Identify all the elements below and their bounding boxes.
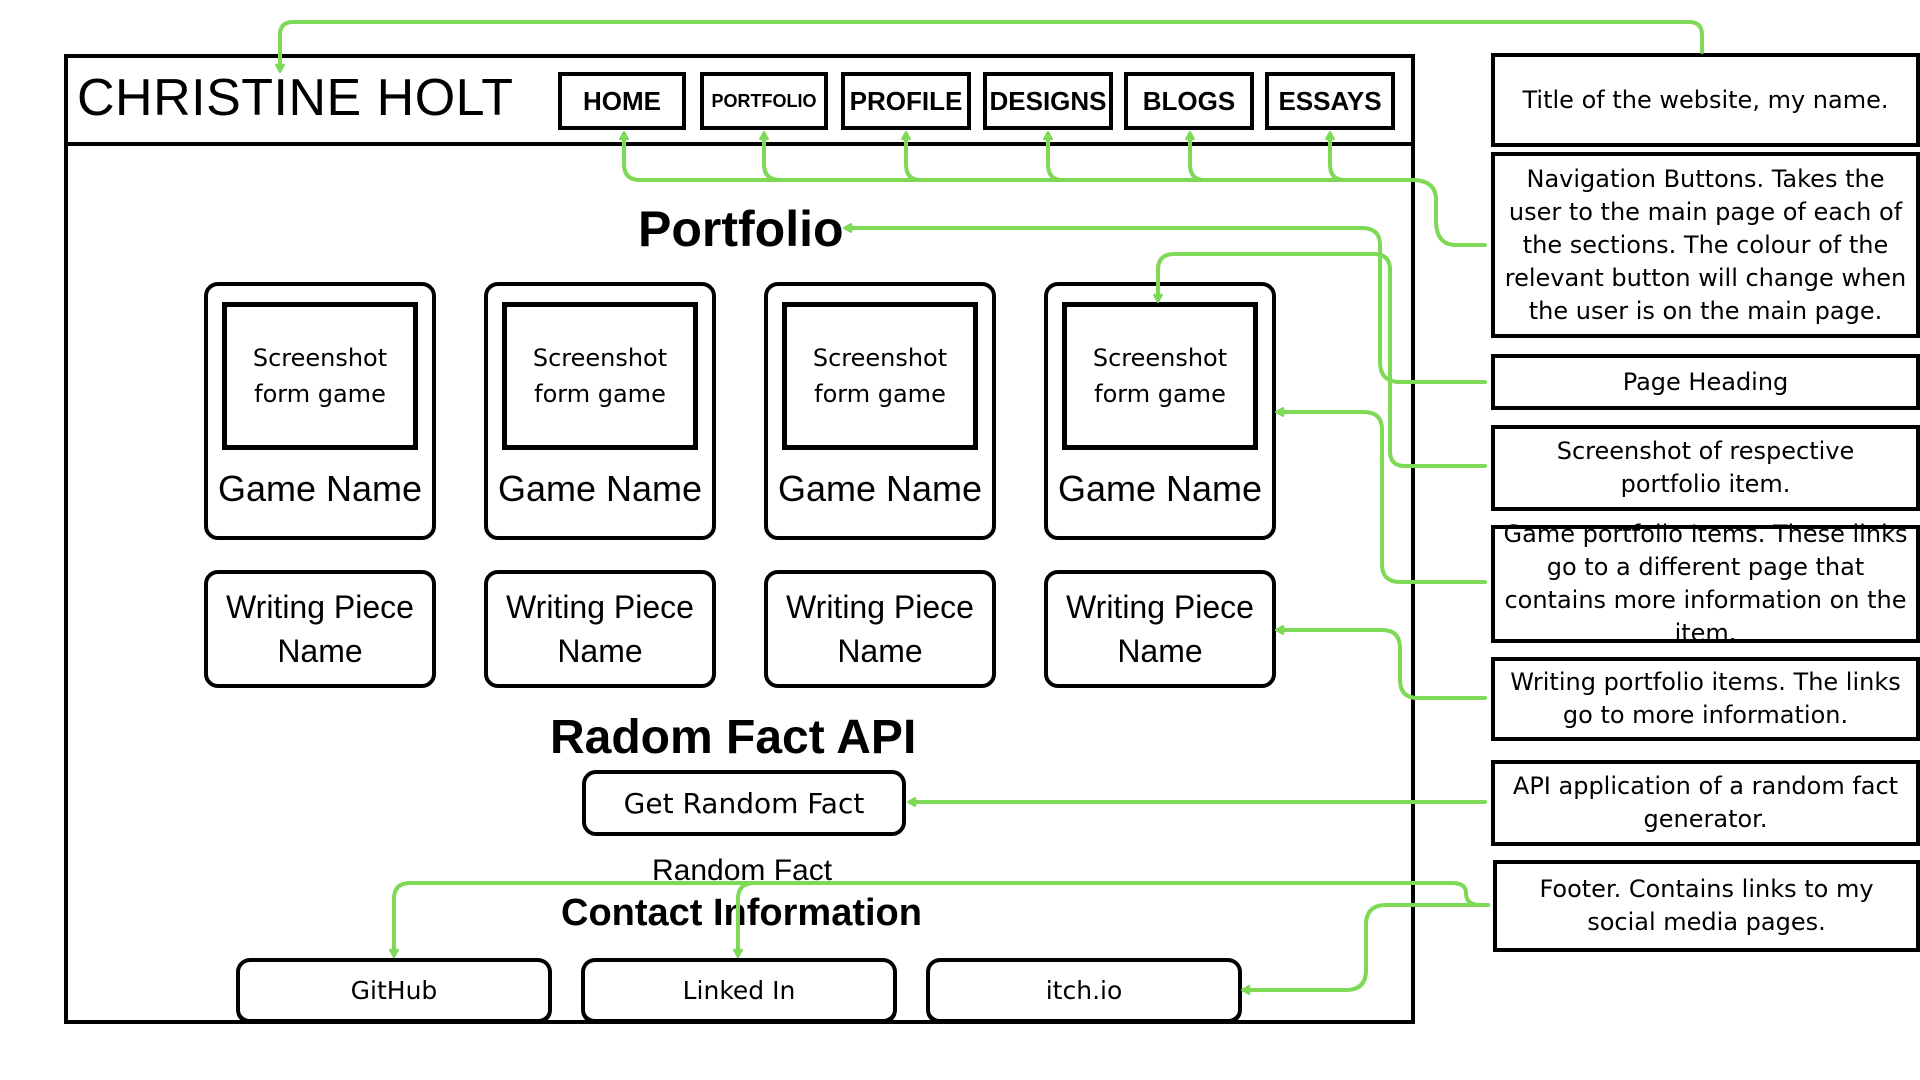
arrow-game-items [1278,412,1487,584]
portfolio-heading: Portfolio [638,201,844,257]
arrow-title [280,20,1704,70]
annotation-api: API application of a random fact generat… [1491,760,1920,846]
nav-home-button[interactable]: HOME [558,72,686,130]
game-name: Game Name [777,468,983,509]
github-link-button[interactable]: GitHub [236,958,552,1024]
game-name: Game Name [1057,468,1263,509]
arrow-footer-linkedin [738,881,756,955]
game-screenshot: Screenshot form game [222,302,418,450]
arrow-screenshot [1158,252,1487,468]
game-screenshot: Screenshot form game [502,302,698,450]
itchio-link-button[interactable]: itch.io [926,958,1242,1024]
arrow-footer-itchio [1244,903,1490,990]
nav-blogs-button[interactable]: BLOGS [1124,72,1254,130]
game-card[interactable] [484,282,716,540]
game-name: Game Name [217,468,423,509]
annotation-navigation: Navigation Buttons. Takes the user to th… [1491,152,1920,338]
writing-piece-card[interactable]: Writing Piece Name [484,570,716,688]
annotation-footer: Footer. Contains links to my social medi… [1493,860,1920,952]
game-name: Game Name [497,468,703,509]
arrow-nav-profile [906,134,922,182]
contact-heading: Contact Information [561,892,922,934]
api-heading: Radom Fact API [550,711,917,764]
game-card[interactable] [764,282,996,540]
annotation-writing-items: Writing portfolio items. The links go to… [1491,657,1920,741]
header-divider [64,142,1415,146]
nav-essays-button[interactable]: ESSAYS [1265,72,1395,130]
linkedin-link-button[interactable]: Linked In [581,958,897,1024]
arrow-nav-designs [1048,134,1064,182]
nav-portfolio-button[interactable]: PORTFOLIO [700,72,828,130]
writing-piece-card[interactable]: Writing Piece Name [204,570,436,688]
arrow-nav [624,134,1487,247]
annotation-title: Title of the website, my name. [1491,53,1920,147]
nav-designs-button[interactable]: DESIGNS [983,72,1113,130]
arrow-footer-github [394,881,1490,955]
arrow-nav-blogs [1190,134,1206,182]
annotation-screenshot: Screenshot of respective portfolio item. [1491,425,1920,511]
annotation-game-items: Game portfolio Items. These links go to … [1491,520,1920,647]
annotation-page-heading: Page Heading [1491,354,1920,410]
game-card[interactable] [204,282,436,540]
game-screenshot: Screenshot form game [1062,302,1258,450]
game-screenshot: Screenshot form game [782,302,978,450]
arrow-nav-essays [1330,134,1346,182]
nav-profile-button[interactable]: PROFILE [841,72,971,130]
arrow-nav-portfolio [764,134,782,182]
site-title: CHRISTINE HOLT [77,69,514,127]
writing-piece-card[interactable]: Writing Piece Name [764,570,996,688]
get-random-fact-button[interactable]: Get Random Fact [582,770,906,836]
arrow-writing-items [1278,630,1487,700]
writing-piece-card[interactable]: Writing Piece Name [1044,570,1276,688]
